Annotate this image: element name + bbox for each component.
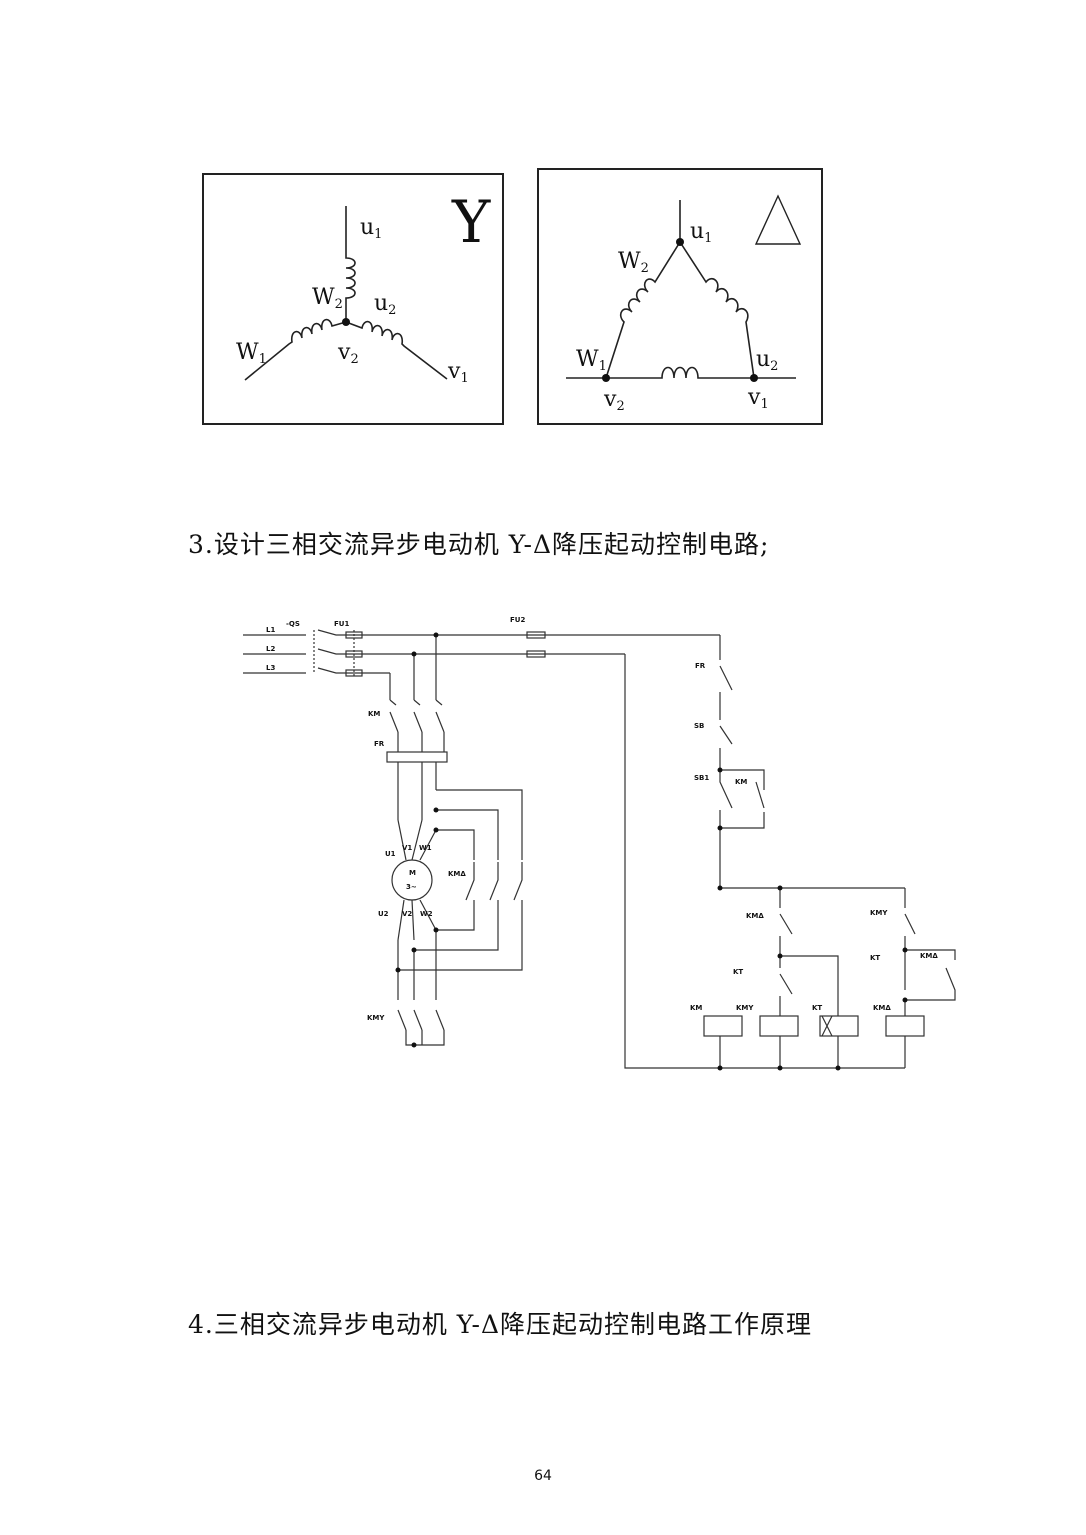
star-label-v1: v1 [447, 359, 469, 386]
circuit-label-W2: W2 [420, 910, 433, 918]
circuit-label-L1: L1 [266, 626, 275, 634]
coil-label-KM: KM [690, 1004, 702, 1012]
circuit-label-W1: W1 [419, 844, 432, 852]
delta-v-winding [566, 366, 796, 379]
delta-label-w2: W2 [618, 249, 649, 276]
delta-label-w1: W1 [576, 347, 607, 374]
circuit-label-QS: -QS [286, 620, 300, 628]
circuit-label-V2: V2 [402, 910, 412, 918]
star-w-winding [244, 318, 347, 381]
star-label-u1: u1 [360, 215, 382, 242]
control-circuit-nodes [395, 632, 908, 1071]
delta-label-v1: v1 [747, 385, 769, 412]
circuit-label-FR: FR [374, 740, 385, 748]
delta-label-u1: u1 [690, 219, 712, 246]
delta-u-winding [679, 241, 755, 379]
star-diagram-frame [202, 173, 504, 425]
delta-label-v2: v2 [603, 387, 625, 414]
star-label-w1: W1 [236, 340, 267, 367]
circuit-label-V1: V1 [402, 844, 412, 852]
circuit-label-KM-delta-main: KMΔ [448, 870, 466, 878]
delta-symbol-triangle [754, 194, 802, 245]
circuit-label-FU1: FU1 [334, 620, 349, 628]
circuit-label-L2: L2 [266, 645, 275, 653]
circuit-label-SB1: SB1 [694, 774, 709, 782]
circuit-label-L3: L3 [266, 664, 275, 672]
circuit-label-FR-ctrl: FR [695, 662, 706, 670]
circuit-label-KMY-main: KMY [367, 1014, 385, 1022]
star-label-v2: v2 [337, 340, 359, 367]
coil-label-KM-delta: KMΔ [873, 1004, 891, 1012]
star-center-node [342, 318, 350, 326]
delta-w-winding [605, 241, 681, 379]
delta-top-node [676, 238, 684, 246]
star-label-w2: W2 [312, 285, 343, 312]
delta-left-node [602, 374, 610, 382]
page-number: 64 [534, 1468, 552, 1484]
circuit-label-KMY-contact: KMY [870, 909, 888, 917]
star-type-symbol: Y [451, 188, 491, 256]
circuit-label-KM-delta-contact: KMΔ [746, 912, 764, 920]
circuit-label-KM-hold: KM [735, 778, 747, 786]
section-3-heading: 3.设计三相交流异步电动机 Y-Δ降压起动控制电路; [188, 530, 770, 559]
section-4-heading: 4.三相交流异步电动机 Y-Δ降压起动控制电路工作原理 [188, 1310, 813, 1339]
circuit-label-FU2: FU2 [510, 616, 525, 624]
star-u-winding [345, 206, 356, 322]
circuit-label-motor-phase: 3~ [406, 883, 417, 891]
coil-label-KMY: KMY [736, 1004, 754, 1012]
control-circuit-diagram [243, 629, 956, 1069]
circuit-label-KM: KM [368, 710, 380, 718]
circuit-label-U1: U1 [385, 850, 396, 858]
circuit-label-KT-contact: KT [733, 968, 743, 976]
star-v-winding [345, 320, 448, 380]
circuit-label-KM-delta-hold: KMΔ [920, 952, 938, 960]
circuit-label-KT-contact2: KT [870, 954, 880, 962]
circuit-label-U2: U2 [378, 910, 389, 918]
star-label-u2: u2 [374, 291, 396, 318]
delta-diagram-frame [537, 168, 823, 425]
circuit-label-SB: SB [694, 722, 704, 730]
coil-label-KT: KT [812, 1004, 822, 1012]
circuit-label-motor-M: M [409, 869, 416, 877]
delta-right-node [750, 374, 758, 382]
delta-label-u2: u2 [756, 347, 778, 374]
